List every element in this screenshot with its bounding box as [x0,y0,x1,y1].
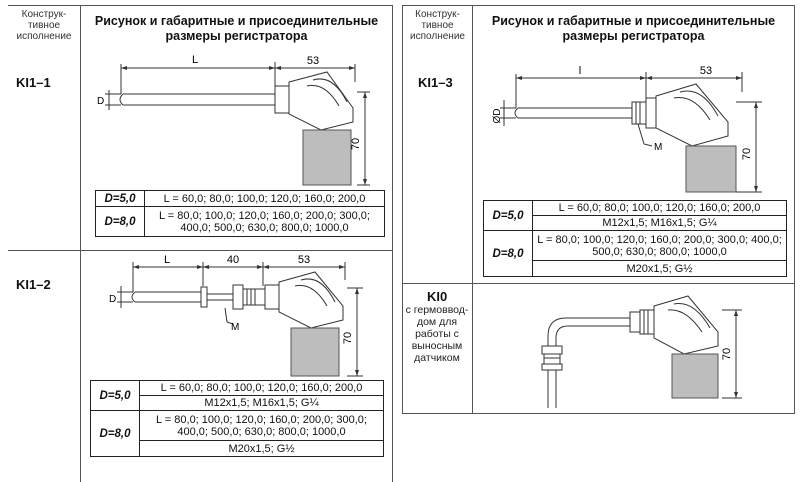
ki1-3-label-d: ØD [492,109,503,124]
ki1-1-spec-key-d8: D=8,0 [96,207,145,236]
ki0-description: с гермоввод-дом для работы с выносным да… [405,304,469,364]
ki1-2-spec-key-d8: D=8,0 [91,411,140,456]
ki1-2-spec-val-d8: L = 80,0; 100,0; 120,0; 160,0; 200,0; 30… [156,413,367,438]
ki1-3-drawing: l 53 ØD M 70 [492,65,762,193]
ki1-2-label-l: L [164,254,170,266]
ki1-3-spec-thread-d5: M12x1,5; M16x1,5; G¼ [533,215,786,230]
left-table-top-border [8,5,392,6]
ki0-drawing: 70 [541,295,742,408]
ki1-3-label-l: l [579,65,581,77]
ki1-2-spec-thread-d8: M20x1,5; G½ [140,440,383,456]
ki1-2-label-m: M [231,322,239,333]
ki1-2-label-70: 70 [342,332,354,344]
ki1-1-label-70: 70 [350,138,362,150]
ki1-3-spec-key-d5: D=5,0 [484,201,533,230]
right-col2-header: Рисунок и габаритные и присоединительные… [491,14,776,43]
ki1-3-spec-table: D=5,0 L = 60,0; 80,0; 100,0; 120,0; 160,… [483,200,787,277]
ki1-2-spec-key-d5: D=5,0 [91,381,140,410]
ki1-3-spec-key-d8: D=8,0 [484,231,533,276]
right-table-top-border [402,5,794,6]
ki1-1-label-l: L [192,54,198,66]
code-ki0: KI0 [427,289,448,304]
ki1-1-drawing: L 53 D 70 [97,54,370,186]
right-table-bottom-border [402,413,795,414]
ki1-3-spec-val-d8: L = 80,0; 100,0; 120,0; 160,0; 200,0; 30… [537,233,782,258]
ki1-3-label-53: 53 [700,65,712,77]
ki1-1-spec-table: D=5,0 L = 60,0; 80,0; 100,0; 120,0; 160,… [95,190,385,237]
ki1-2-label-40: 40 [227,254,239,266]
ki1-1-spec-val-d8: L = 80,0; 100,0; 120,0; 160,0; 200,0; 30… [159,209,370,234]
right-table-col-divider [472,5,473,413]
ki1-3-label-m: M [654,142,662,153]
right-table-right-border [794,5,795,413]
ki1-3-spec-val-d5: L = 60,0; 80,0; 100,0; 120,0; 160,0; 200… [558,202,761,214]
left-table-row-divider [8,250,392,251]
code-ki1-2: KI1–2 [16,277,51,292]
right-table-row-divider [402,283,794,284]
ki1-2-spec-table: D=5,0 L = 60,0; 80,0; 100,0; 120,0; 160,… [90,380,384,457]
left-table-right-border [392,5,393,482]
code-ki1-3: KI1–3 [418,75,453,90]
ki1-1-label-53: 53 [307,55,319,67]
ki1-1-spec-val-d5: L = 60,0; 80,0; 100,0; 120,0; 160,0; 200… [163,192,366,205]
left-col1-header: Конструк-тивное исполнение [16,9,72,42]
ki1-1-spec-key-d5: D=5,0 [96,191,145,206]
left-table-col-divider [80,5,81,482]
right-table-left-border [402,5,403,413]
ki1-2-label-d: D [109,294,116,305]
right-col1-header: Конструк-тивное исполнение [410,9,465,42]
ki1-1-label-d: D [97,96,104,107]
ki1-2-spec-thread-d5: M12x1,5; M16x1,5; G¼ [140,395,383,410]
ki1-3-label-70: 70 [741,148,753,160]
ki1-2-label-53: 53 [298,254,310,266]
ki1-2-drawing: L 40 53 D M 70 [109,254,363,377]
code-ki1-1: KI1–1 [16,75,51,90]
left-col2-header: Рисунок и габаритные и присоединительные… [94,14,379,43]
ki1-2-spec-val-d5: L = 60,0; 80,0; 100,0; 120,0; 160,0; 200… [160,382,363,394]
ki1-3-spec-thread-d8: M20x1,5; G½ [533,260,786,276]
ki0-label-70: 70 [721,348,733,360]
